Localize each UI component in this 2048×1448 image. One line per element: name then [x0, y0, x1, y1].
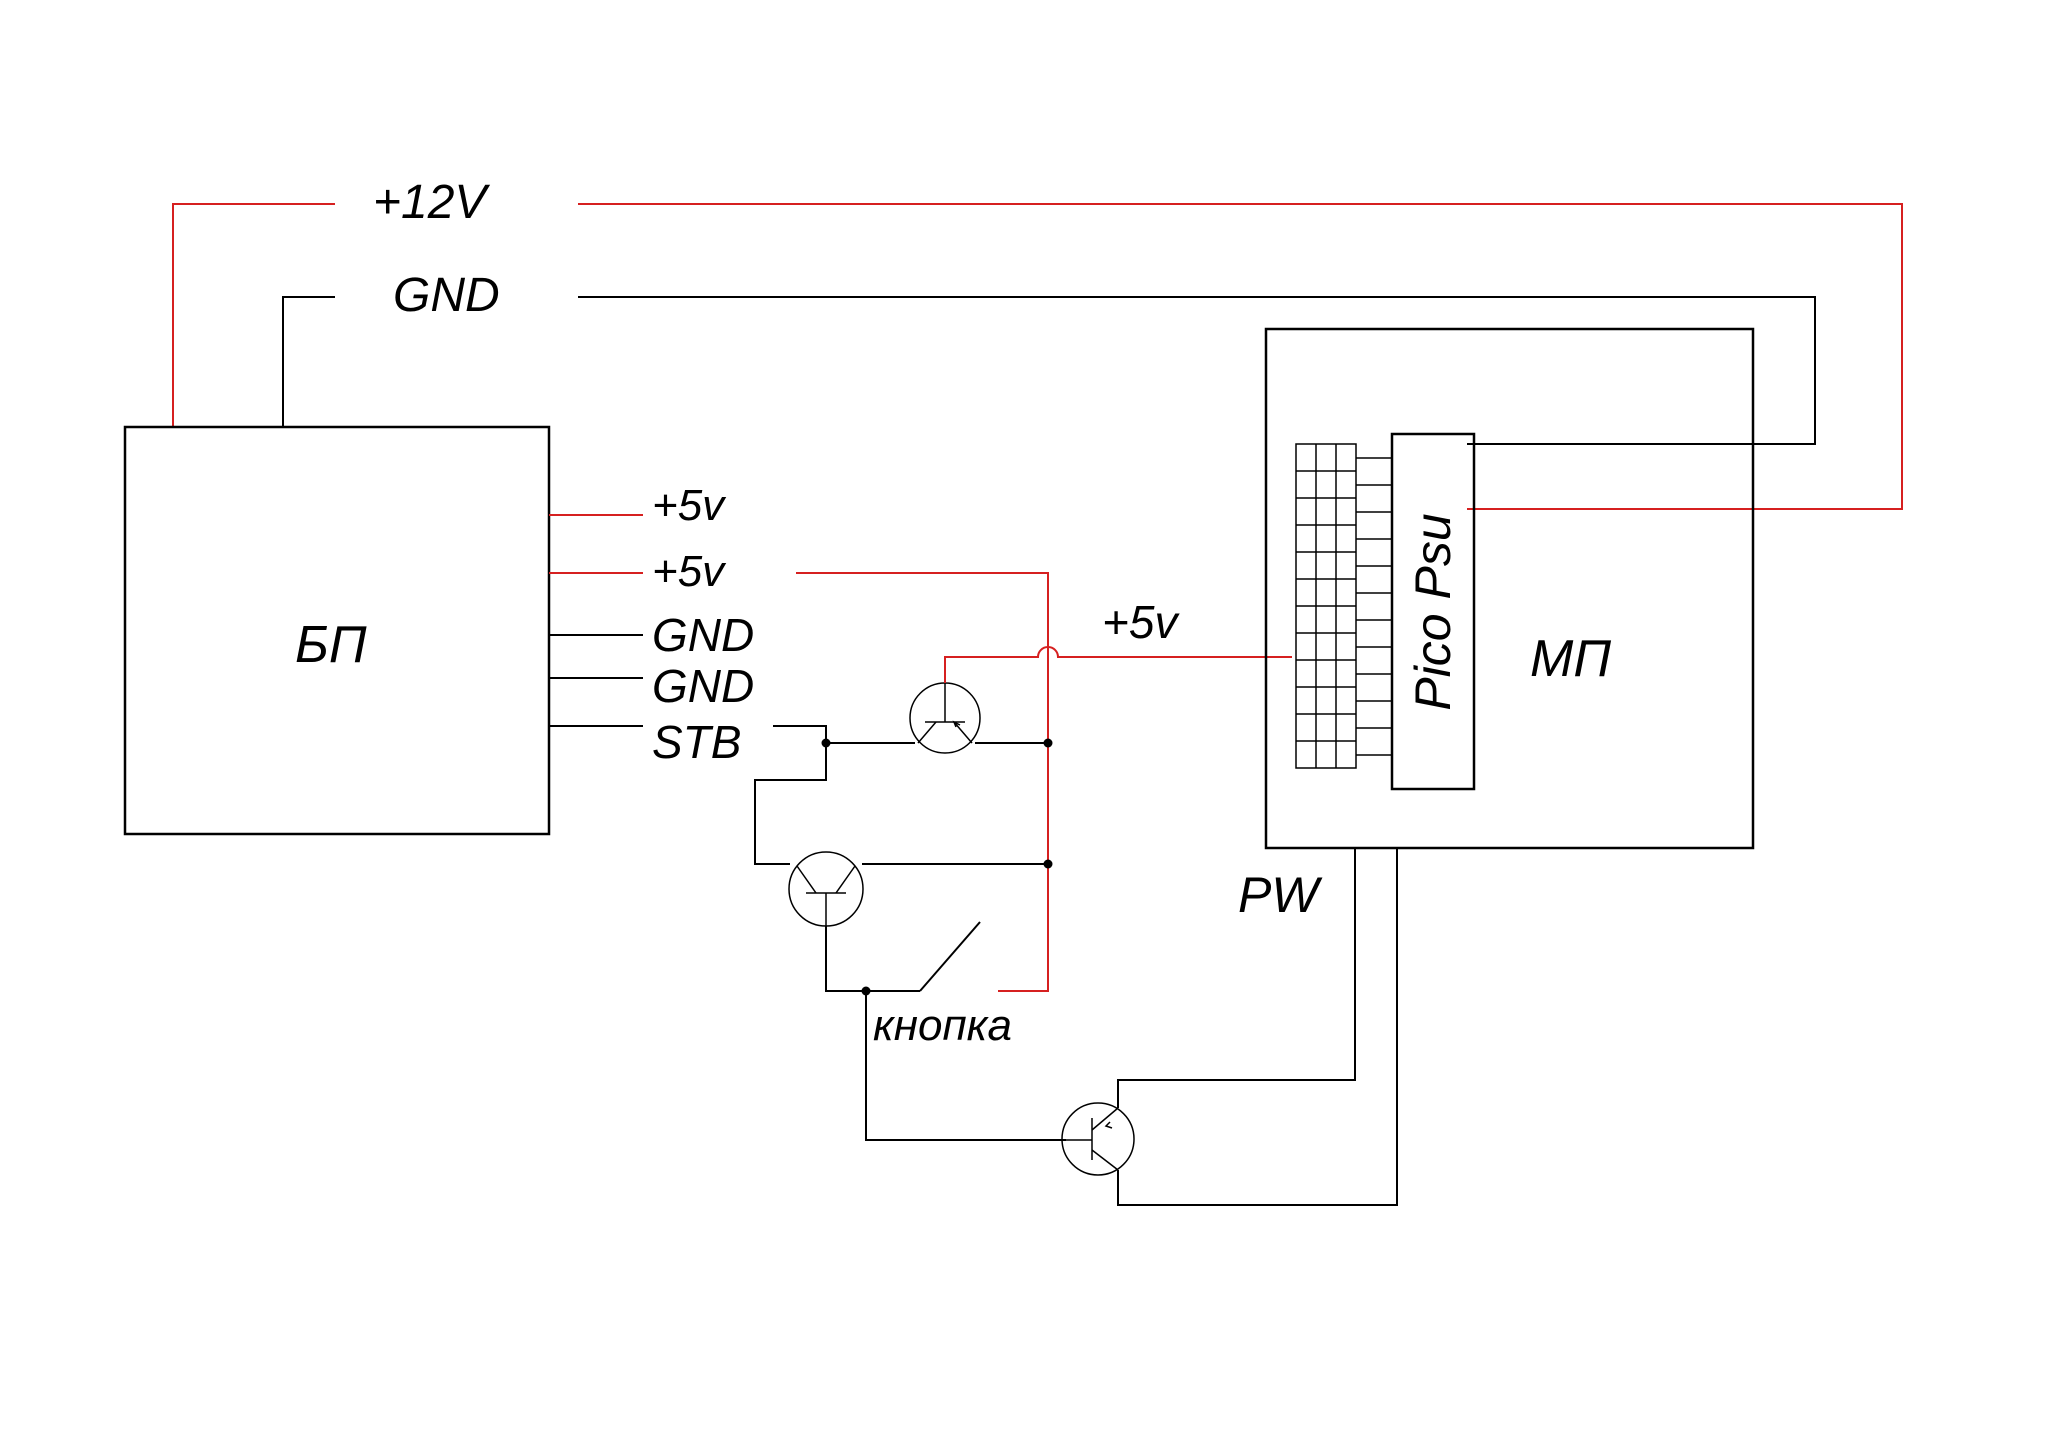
button-switch: [919, 921, 981, 992]
motherboard-label: МП: [1530, 630, 1611, 688]
label-gnd-b: GND: [652, 660, 754, 712]
wire-stb-node: [754, 743, 827, 865]
psu-label: БП: [295, 616, 367, 674]
junction-dot: [1043, 738, 1053, 748]
wire-button-down: [865, 991, 1066, 1141]
bus-gnd-wire: [282, 296, 1816, 445]
transistor-1: [909, 682, 981, 754]
label-gnd-a: GND: [652, 609, 754, 661]
transistor-3: [1061, 1102, 1135, 1176]
wire-pw: [1117, 848, 1356, 1108]
atx-connector: [1295, 443, 1392, 769]
label-5v-c: +5v: [1102, 596, 1180, 648]
label-stb: STB: [652, 716, 741, 768]
pico-psu-label: Pico Psu: [1405, 513, 1461, 710]
psu-block: [123, 425, 551, 836]
wire-5v-rail: [796, 572, 1049, 992]
label-gnd-top: GND: [393, 269, 500, 322]
label-12v: +12V: [373, 176, 490, 229]
wire-stb-tail: [773, 725, 827, 743]
label-pw: PW: [1238, 867, 1323, 923]
junction-dot: [1043, 859, 1053, 869]
label-button: кнопка: [873, 1001, 1012, 1050]
label-5v-b: +5v: [652, 547, 727, 596]
transistor-2: [788, 851, 864, 927]
junction-dot: [821, 738, 831, 748]
motherboard-block: [1264, 327, 1755, 850]
wire-t2-bottom: [825, 926, 920, 992]
bus-12v-wire: [172, 203, 1903, 510]
wire-pw-gnd: [1117, 848, 1398, 1206]
label-5v-a: +5v: [652, 481, 727, 530]
junction-dot: [861, 986, 871, 996]
wire-5v-c: [944, 646, 1292, 683]
pico-psu-block: [1390, 432, 1476, 791]
